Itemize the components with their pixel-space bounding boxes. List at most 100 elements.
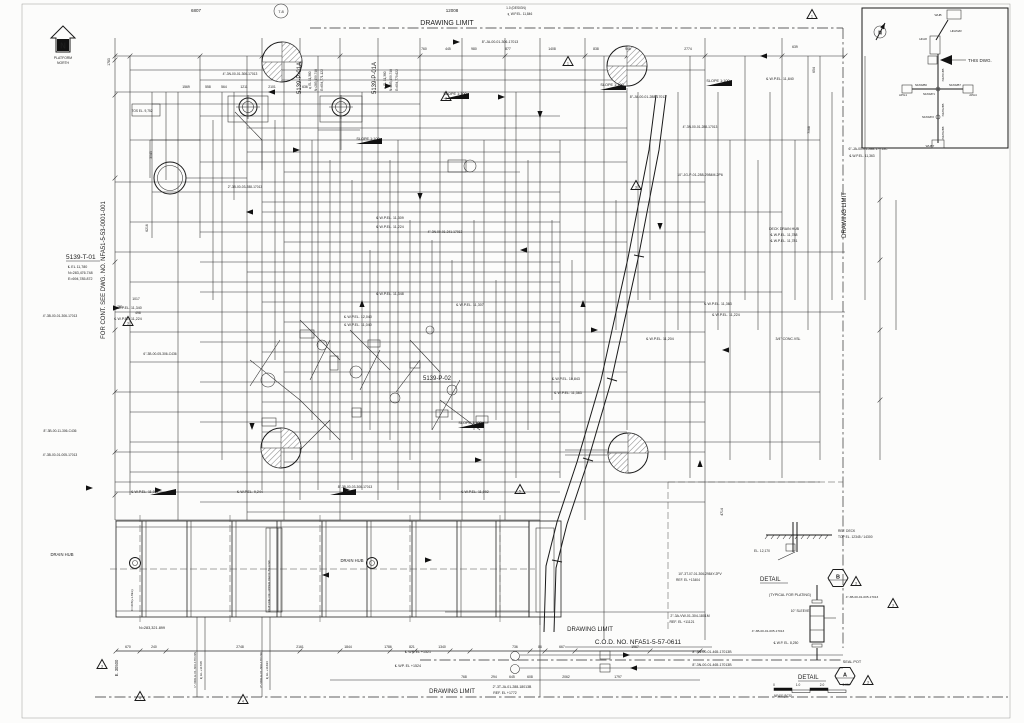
scale-tick: 3.0M: [842, 683, 849, 687]
elevation-note: ℄ W.P.EL. 11,363: [848, 154, 874, 158]
dimension: 6216: [145, 224, 149, 232]
detail-a-bubble: A: [843, 673, 847, 679]
elevation-note: REF. EL +1772: [493, 691, 517, 695]
scale-tick: 2.0: [820, 683, 825, 687]
hold-flag-number: 3: [855, 582, 857, 586]
line-number: 4"-3B-00-01-005-17013: [846, 595, 879, 599]
elevation-note: ℄ W.P.EL. 11,788: [770, 233, 798, 237]
north-letter: N: [60, 42, 66, 51]
elevation-note: ℄ EL 11,380: [308, 71, 312, 89]
dimension: 2101: [268, 85, 276, 89]
line-number: 8"-3B-00-11-306-C436: [44, 429, 77, 433]
key-plan-label: NFA51B5: [941, 68, 945, 81]
large-diagonal-pipe: [543, 94, 667, 633]
dimension: 445: [445, 47, 451, 51]
dimension: 645: [509, 675, 515, 679]
drain-hub-label: DECK DRAIN HUB: [769, 227, 800, 231]
elevation-note: ℄ W.P.EL. 11,781: [770, 239, 798, 243]
dimension: 667: [559, 645, 565, 649]
drawing-limit-label: DRAWING LIMIT: [842, 192, 848, 238]
coordinate-note: N=283,321.899: [139, 626, 165, 630]
slope-label: SLOPE 1:100: [458, 421, 481, 425]
hold-flag-number: 1: [811, 15, 813, 19]
elevation-note: ℄ WP. EL +1521: [404, 650, 431, 654]
detail-a-title: DETAIL: [798, 675, 819, 681]
detail-b-bubble: B: [836, 575, 840, 581]
dimension: 781: [117, 305, 123, 309]
hold-flag-number: 3: [867, 681, 869, 685]
elevation-note: ℄ W.P.EL. 11,307: [455, 303, 484, 307]
elevation-note: ℄ EL 11,780: [67, 265, 87, 269]
dimension: 1211: [240, 85, 247, 89]
key-plan-label: APG1: [899, 93, 907, 97]
elevation-note: ℄ W.P.EL. 12,040: [343, 315, 372, 319]
drawing-limit-label: DRAWING LIMIT: [567, 627, 613, 633]
north-arrow-label: NORTH: [57, 61, 70, 65]
dimension: 1340: [438, 645, 446, 649]
coordinate-note: E=694,785.872: [68, 277, 92, 281]
dimension: 1797: [614, 675, 622, 679]
deck-framing: [110, 515, 562, 623]
key-plan-label: WHB: [935, 13, 942, 17]
line-number: 6"-3B-00-05-306-C436: [143, 352, 176, 356]
elevation-note: REF. EL +13404: [676, 578, 700, 582]
dimension: 760: [421, 47, 427, 51]
dimension: 2774: [684, 47, 692, 51]
key-plan-label: APA4: [969, 93, 977, 97]
equipment-tag: 5139-T-01: [66, 254, 96, 261]
key-plan-label: NFA52P2: [922, 115, 934, 119]
dimension: 980: [471, 47, 477, 51]
dimension: 240: [151, 645, 157, 649]
key-plan-label: NFA52B5: [941, 103, 945, 116]
elevation-note: ℄ W.P.EL. 11,309: [375, 216, 404, 220]
detail-note: 10" SLEEVE: [791, 609, 810, 613]
dimension: 670: [125, 645, 131, 649]
coordinate-note: N=283,476.748: [68, 271, 93, 275]
hold-flag-number: 3: [892, 604, 894, 608]
dimension: 86: [538, 645, 542, 649]
elevation-note: ℄ WP. EL +1524: [394, 664, 421, 668]
dimension: 946: [625, 47, 631, 51]
dimension: 1786: [384, 645, 392, 649]
dimension: 877: [505, 47, 511, 51]
elevation-note: ℄ W.P.EL. 11,204: [645, 337, 674, 341]
elevation-note: ℄ W.P.EL. 11,224: [711, 313, 740, 317]
line-number: 2"-3T-JA-01-288-18013B: [493, 685, 532, 689]
dimension: 12008: [446, 8, 459, 13]
scale-bar-label: NFA51(5CS): [774, 694, 792, 698]
detail-b-note: (TYPICAL FOR PLATING): [769, 593, 811, 597]
drain-hub-label: DRAIN HUB: [340, 558, 363, 563]
hold-flag-number: 1: [567, 62, 569, 66]
elevation-note: ℄ W.P.EL. 11,846: [507, 12, 533, 16]
dimension: 654: [812, 67, 816, 73]
line-number: 10"-JG-P-01-288-2984M-2P6: [677, 173, 723, 177]
elevation-note: ℄ W.P.EL. 11,224: [113, 317, 142, 321]
key-plan-label: NFA52P1: [923, 92, 935, 96]
equipment-tag: 5139-P-02: [423, 376, 452, 382]
north-arrow-label: PLATFORM: [54, 56, 72, 60]
dimension: 2748: [236, 645, 244, 649]
dimension: 1783: [107, 58, 111, 66]
elevation-note: ℄ W.P.EL. 11,383: [553, 391, 582, 395]
elevation-note: 1.0 (DESIGN): [506, 6, 526, 10]
dimension: 2062: [562, 675, 570, 679]
grid-bubble: 7.8: [278, 9, 284, 14]
key-plan-label: NFA52B8: [941, 126, 945, 139]
scale-tick: 1.0: [796, 683, 801, 687]
equipment-tag: 5139-P-01A: [372, 62, 378, 94]
key-plan-north-letter: N: [878, 31, 882, 37]
line-number: 8"-3B-00-03-306-17013: [338, 485, 373, 489]
scale-tick: 0: [773, 683, 775, 687]
dimension: 736: [512, 645, 518, 649]
hold-flag-number: 3: [101, 665, 103, 669]
line-number: 4"-3B-00-01-306-17013: [43, 314, 78, 318]
hold-flag-number: 3: [635, 186, 637, 190]
elevation-note: ℄ EL 11,380: [383, 71, 387, 89]
detail-a-note: SEAL POT: [843, 660, 862, 664]
line-number: 4"-3B-00-01-005-17013: [43, 453, 78, 457]
key-plan-label: NFA52B6: [915, 83, 927, 87]
